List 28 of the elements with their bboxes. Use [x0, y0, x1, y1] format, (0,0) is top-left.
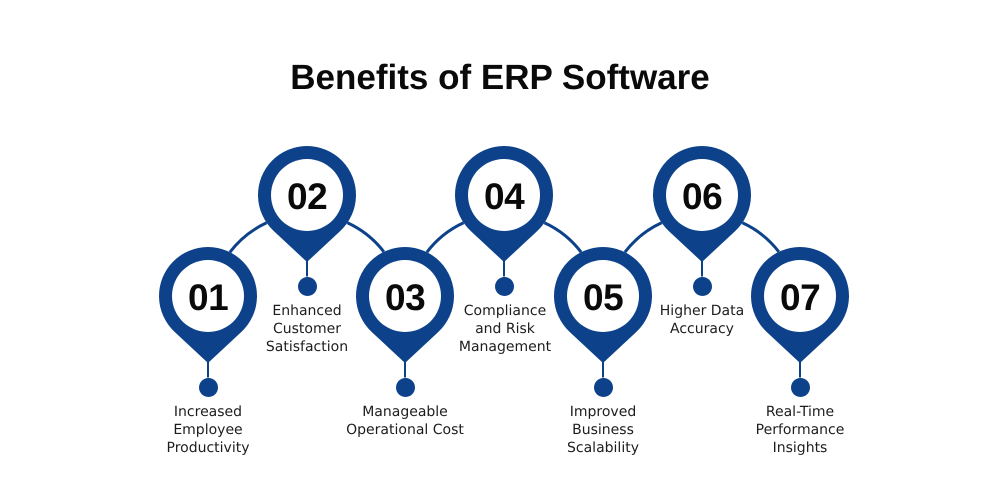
- pin-number: 06: [682, 178, 722, 214]
- benefit-label: Improved Business Scalability: [566, 403, 640, 457]
- connector-arc: [426, 221, 464, 254]
- connector-arc: [346, 221, 385, 253]
- connector-arc: [742, 221, 780, 253]
- benefit-label: Increased Employee Productivity: [166, 403, 250, 457]
- benefit-label: Real-Time Performance Insights: [754, 403, 846, 457]
- benefit-label: Compliance and Risk Management: [458, 302, 552, 356]
- map-pin-marker: [455, 146, 553, 276]
- benefit-label: Enhanced Customer Satisfaction: [264, 302, 350, 356]
- connector-arc: [544, 221, 582, 254]
- map-pin-marker: [356, 247, 454, 378]
- map-pin-marker: [751, 247, 849, 378]
- map-pin-marker: [653, 146, 751, 276]
- map-pin-marker: [159, 247, 257, 378]
- benefit-label: Manageable Operational Cost: [345, 403, 465, 439]
- connector-arc: [228, 221, 268, 254]
- title: Benefits of ERP Software: [290, 58, 710, 98]
- pin-number: 02: [287, 178, 328, 214]
- pin-number: 07: [780, 278, 820, 316]
- connector-arc: [624, 221, 662, 254]
- pin-number: 01: [188, 278, 228, 316]
- pin-number: 04: [484, 178, 524, 214]
- map-pin-marker: [258, 146, 356, 276]
- map-pin-marker: [554, 247, 652, 378]
- pin-number: 05: [583, 278, 624, 316]
- pin-number: 03: [385, 278, 426, 316]
- benefit-label: Higher Data Accuracy: [658, 302, 746, 338]
